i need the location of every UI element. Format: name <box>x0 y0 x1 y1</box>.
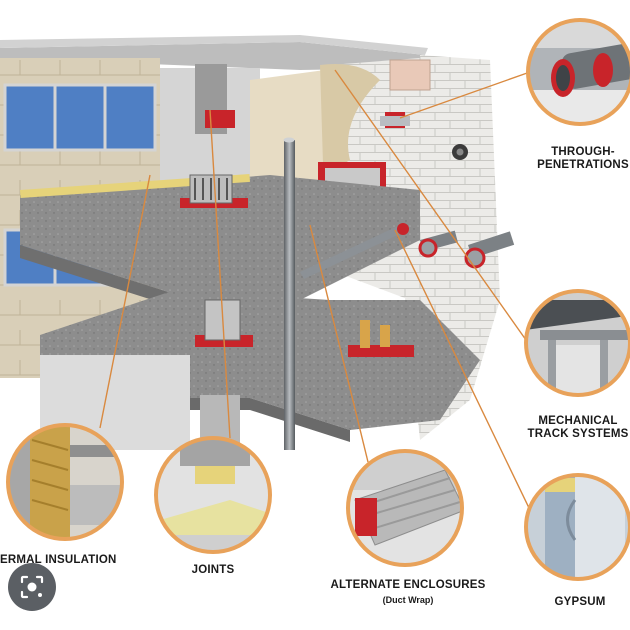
callout-through-penetrations[interactable] <box>525 18 630 130</box>
label-alternate-enclosures: ALTERNATE ENCLOSURES <box>330 579 486 591</box>
callout-mechanical-track-systems[interactable] <box>524 289 630 400</box>
label-joints: JOINTS <box>191 564 235 576</box>
lens-search-icon <box>20 575 44 599</box>
lens-search-button[interactable] <box>8 563 56 611</box>
vertical-pipe <box>284 140 295 450</box>
label-mechanical-track-systems: MECHANICAL TRACK SYSTEMS <box>527 415 629 441</box>
label-duct-wrap: (Duct Wrap) <box>382 595 434 605</box>
label-gypsum: GYPSUM <box>554 596 606 608</box>
callout-gypsum[interactable] <box>524 473 630 584</box>
callout-joints[interactable] <box>154 436 275 560</box>
roof-slab <box>0 42 425 70</box>
horizontal-pipe <box>300 225 404 279</box>
cable-penetration <box>180 174 248 208</box>
callout-alternate-enclosures[interactable] <box>346 449 468 570</box>
callout-thermal-insulation[interactable] <box>5 423 125 548</box>
leader-lines <box>99 69 531 511</box>
wall-pipe-penetrations <box>418 230 515 269</box>
label-through-penetrations: THROUGH- PENETRATIONS <box>537 146 629 172</box>
window <box>3 83 157 152</box>
building-cutaway <box>0 35 515 455</box>
